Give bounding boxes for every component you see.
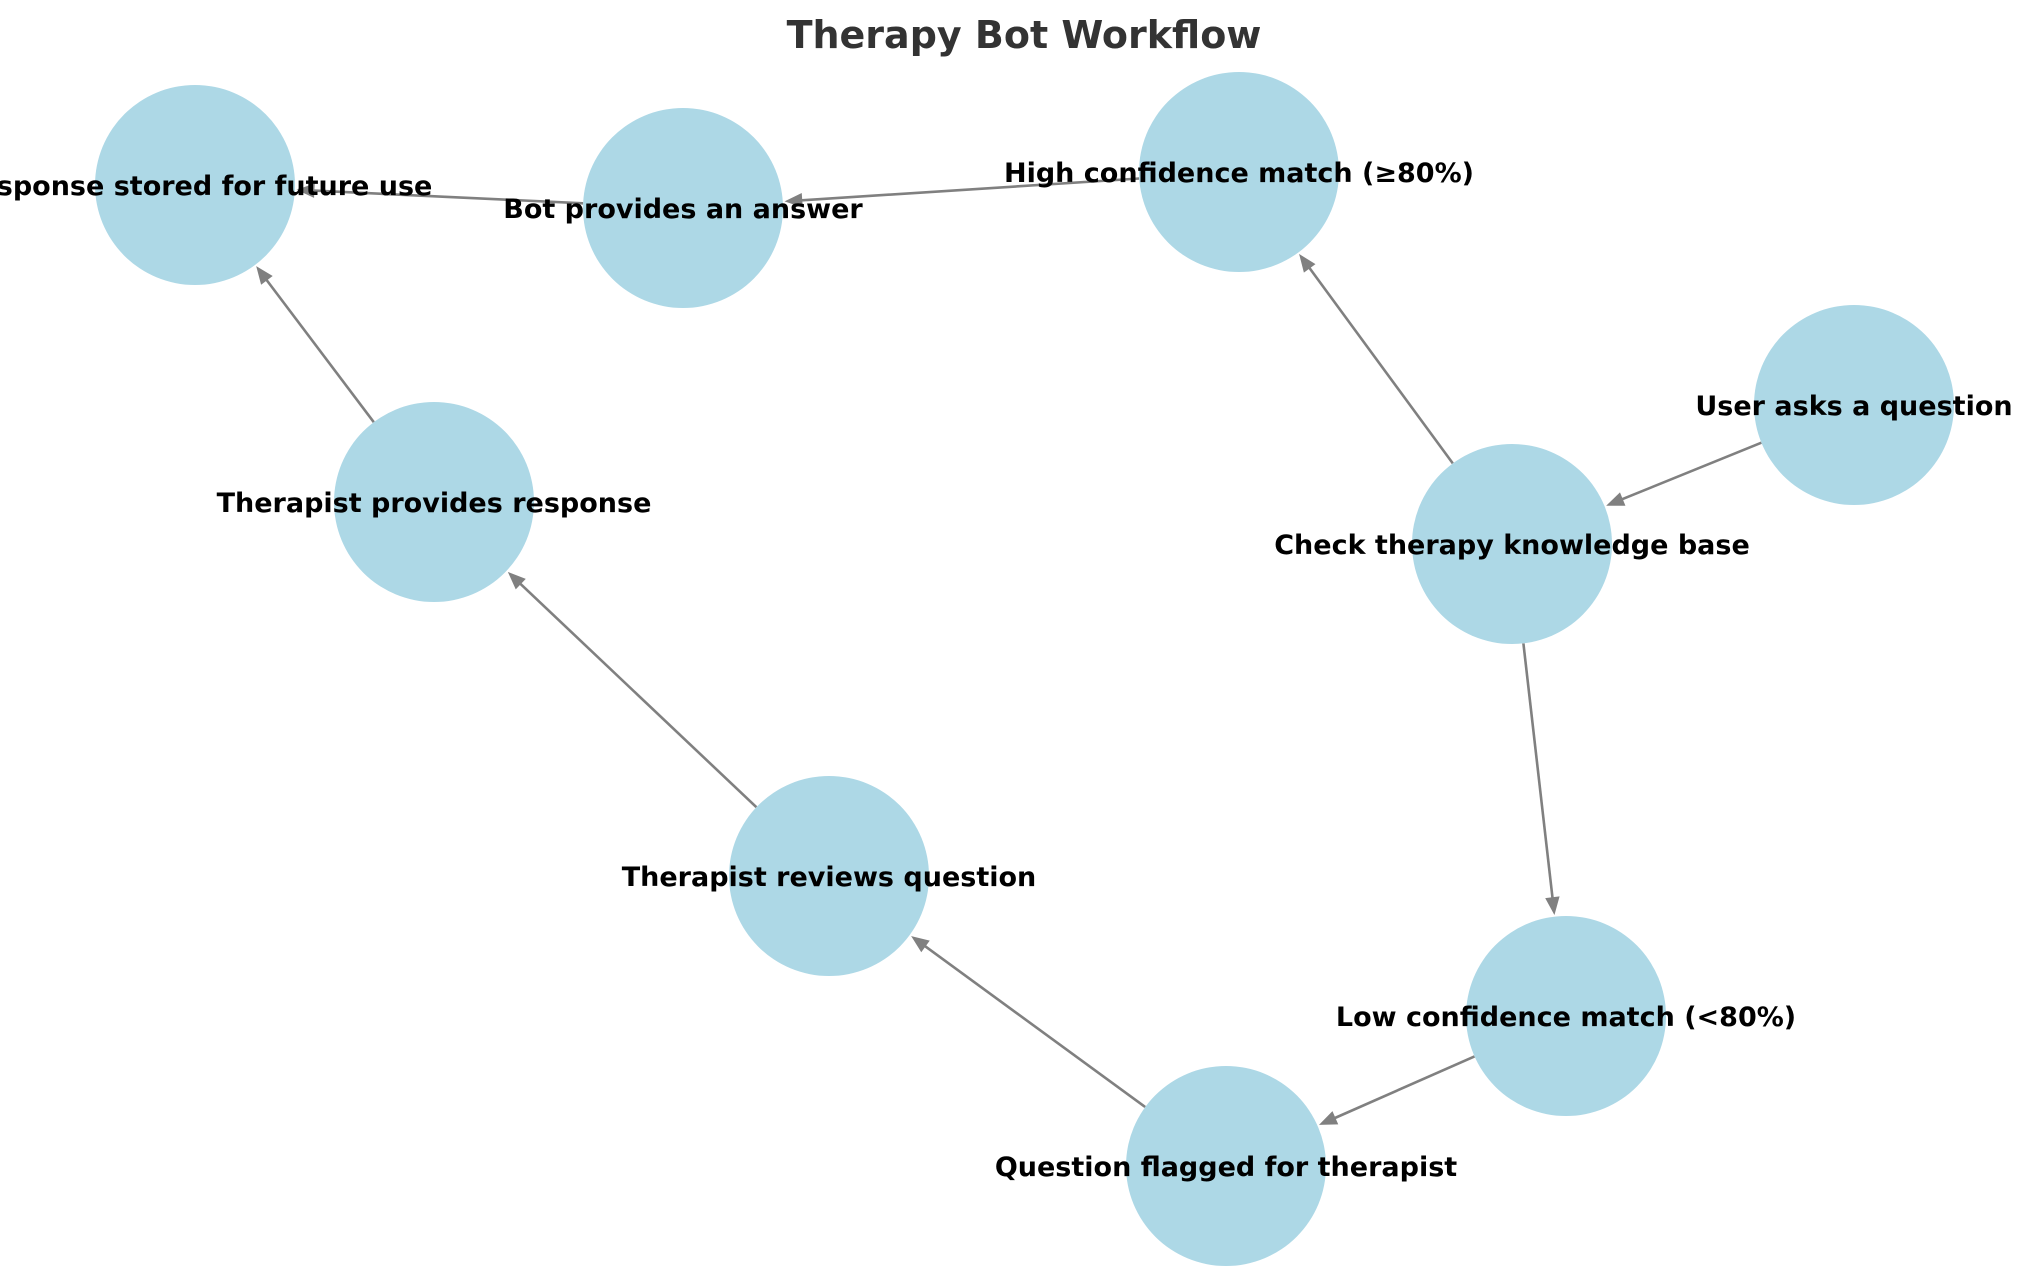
edge-line: [265, 279, 375, 423]
edge-line: [924, 945, 1146, 1109]
edge-reviews-to-therapist_resp: [507, 571, 758, 809]
arrowhead-icon: [784, 193, 803, 208]
node-high_conf: [1139, 72, 1339, 272]
edge-check_kb-to-high_conf: [1299, 253, 1454, 465]
node-bot_answer: [583, 108, 783, 308]
node-stored: [95, 85, 295, 285]
node-label-stored: Response stored for future use: [0, 171, 432, 202]
node-user_asks: [1754, 305, 1954, 505]
node-label-high_conf: High confidence match (≥80%): [1004, 158, 1474, 189]
arrowhead-icon: [911, 936, 930, 953]
node-reviews: [729, 776, 929, 976]
arrowhead-icon: [1318, 1111, 1339, 1125]
edge-line: [519, 582, 758, 809]
arrowhead-icon: [1545, 896, 1560, 916]
node-flagged: [1126, 1066, 1326, 1266]
edge-flagged-to-reviews: [911, 936, 1146, 1109]
nodes-layer: [95, 72, 1954, 1266]
arrowhead-icon: [1606, 492, 1626, 506]
node-check_kb: [1412, 444, 1612, 644]
node-label-check_kb: Check therapy knowledge base: [1274, 530, 1750, 561]
edge-line: [1621, 441, 1762, 501]
node-label-low_conf: Low confidence match (<80%): [1336, 1002, 1796, 1033]
node-low_conf: [1466, 916, 1666, 1116]
edge-high_conf-to-bot_answer: [784, 177, 1140, 208]
arrowhead-icon: [507, 571, 526, 590]
node-label-bot_answer: Bot provides an answer: [503, 194, 863, 225]
edge-line: [1308, 267, 1454, 465]
edge-line: [801, 177, 1140, 202]
edge-line: [1334, 1055, 1476, 1120]
arrowhead-icon: [256, 266, 273, 285]
arrowhead-icon: [296, 183, 315, 198]
node-therapist_resp: [334, 402, 534, 602]
node-label-user_asks: User asks a question: [1695, 391, 2012, 422]
node-label-reviews: Therapist reviews question: [622, 862, 1037, 893]
diagram-title: Therapy Bot Workflow: [787, 13, 1262, 57]
node-label-therapist_resp: Therapist provides response: [217, 488, 652, 519]
edge-line: [1522, 643, 1554, 898]
edge-user_asks-to-check_kb: [1606, 441, 1762, 506]
edge-low_conf-to-flagged: [1318, 1055, 1476, 1125]
node-label-flagged: Question flagged for therapist: [995, 1152, 1457, 1183]
edge-check_kb-to-low_conf: [1522, 643, 1560, 916]
arrowhead-icon: [1299, 253, 1316, 273]
edge-therapist_resp-to-stored: [256, 266, 375, 423]
edge-bot_answer-to-stored: [296, 183, 584, 205]
edges-layer: [256, 177, 1762, 1125]
edge-line: [313, 189, 584, 205]
